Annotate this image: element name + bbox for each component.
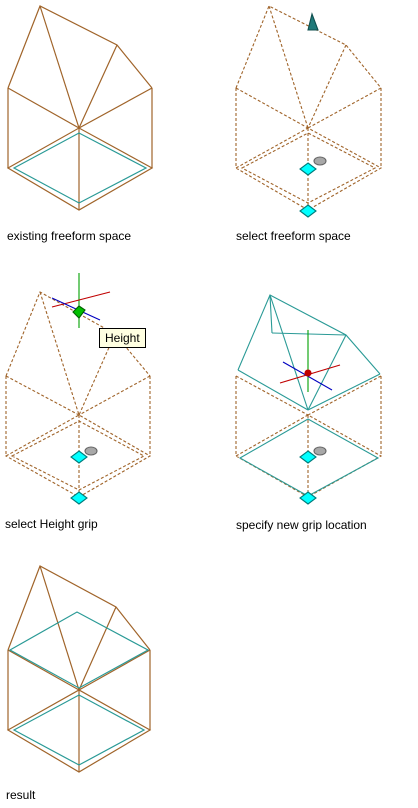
panel-select-space bbox=[234, 5, 383, 218]
location-grip-icon[interactable] bbox=[299, 450, 317, 464]
panel-existing-space bbox=[6, 5, 154, 211]
panel-specify-location bbox=[234, 294, 383, 505]
caption-existing-space: existing freeform space bbox=[7, 229, 132, 243]
edge-handle-icon[interactable] bbox=[313, 446, 327, 456]
caption-result: result bbox=[6, 788, 36, 802]
base-grip-icon[interactable] bbox=[299, 204, 317, 218]
panel-result bbox=[6, 565, 152, 773]
panel-select-height-grip bbox=[4, 273, 152, 505]
cursor-crosshair-icon bbox=[51, 273, 111, 328]
base-grip-icon[interactable] bbox=[299, 491, 317, 505]
caption-specify-location: specify new grip location bbox=[236, 518, 367, 532]
location-grip-icon[interactable] bbox=[70, 450, 88, 464]
height-tooltip: Height bbox=[99, 328, 146, 348]
edge-handle-icon[interactable] bbox=[84, 446, 98, 456]
base-grip-icon[interactable] bbox=[70, 491, 88, 505]
height-grip-icon[interactable] bbox=[72, 305, 86, 319]
view-direction-icon bbox=[307, 12, 319, 31]
edge-handle-icon[interactable] bbox=[313, 156, 327, 166]
caption-select-space: select freeform space bbox=[236, 229, 351, 243]
caption-select-height-grip: select Height grip bbox=[5, 517, 98, 531]
cursor-crosshair-icon bbox=[279, 330, 341, 392]
location-grip-icon[interactable] bbox=[299, 162, 317, 176]
